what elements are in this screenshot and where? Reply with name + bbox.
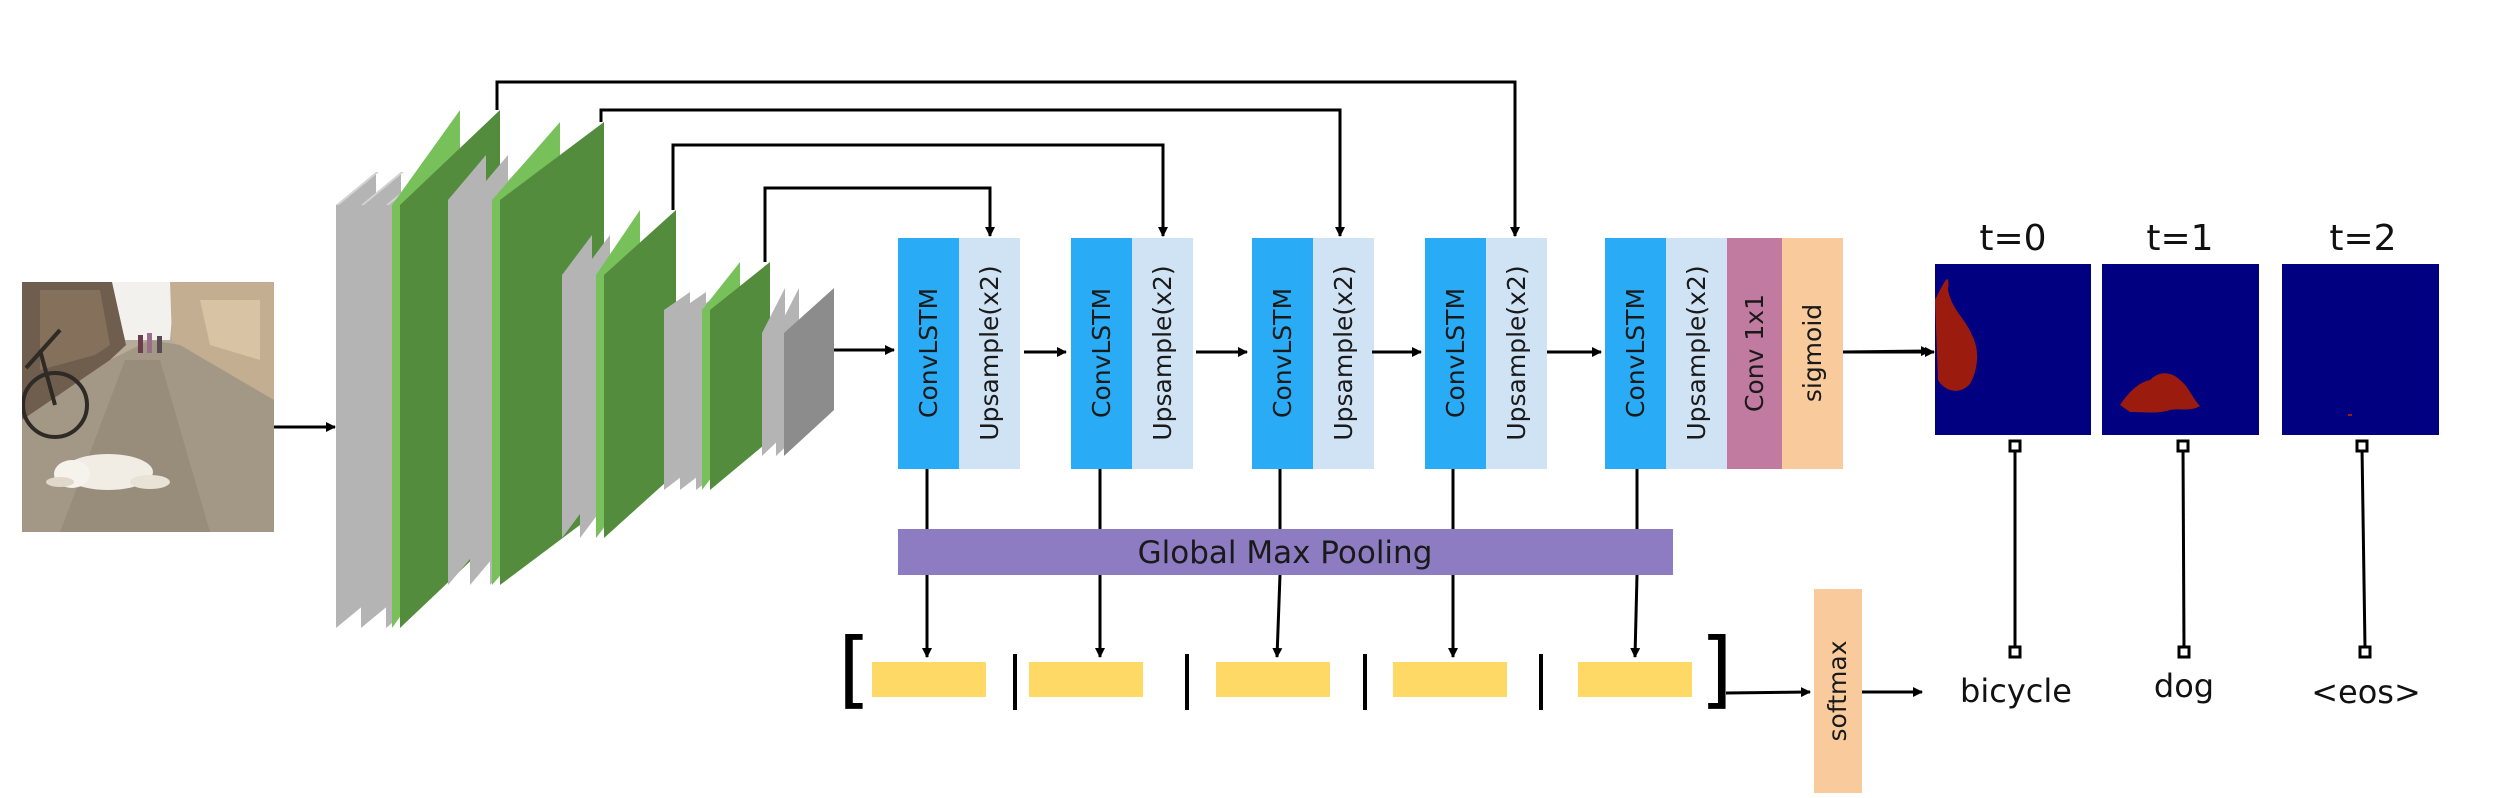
segmentation-mask <box>2282 264 2439 435</box>
skip-connection-2 <box>599 108 1345 237</box>
pooling-label: Global Max Pooling <box>1138 535 1433 571</box>
arrow-to-softmax <box>1725 687 1811 698</box>
output-word: bicycle <box>1960 672 2072 710</box>
skip-connection-4 <box>763 186 995 262</box>
conv-1x1-label: Conv 1x1 <box>1740 294 1769 412</box>
mask-object-bicycle <box>1935 279 1978 391</box>
feature-vector <box>872 662 986 697</box>
softmax-label: softmax <box>1823 641 1852 742</box>
convlstm-block <box>1605 238 1666 469</box>
global-max-pooling: Global Max Pooling <box>898 529 1673 575</box>
convlstm-label: ConvLSTM <box>1268 288 1297 418</box>
softmax-block: softmax <box>1814 589 1862 793</box>
arrow-to-masks <box>1842 346 1931 357</box>
decoder-block: ConvLSTM Upsample(x2) <box>1071 238 1193 469</box>
encoder-stack <box>336 110 834 628</box>
upsample-block <box>1666 238 1727 469</box>
sigmoid-block: sigmoid <box>1782 238 1843 469</box>
convlstm-block <box>898 238 959 469</box>
upsample-block <box>1132 238 1193 469</box>
conv-1x1-block: Conv 1x1 <box>1727 238 1782 469</box>
right-bracket: ] <box>1700 620 1733 718</box>
output-word: <eos> <box>2311 673 2421 711</box>
upsample-label: Upsample(x2) <box>1682 265 1711 440</box>
skip-connection-1 <box>495 80 1520 237</box>
decoder-block: ConvLSTM Upsample(x2) <box>1605 238 1727 469</box>
upsample-block <box>1486 238 1547 469</box>
convlstm-block <box>1071 238 1132 469</box>
mask-word-connectors <box>2008 439 2372 659</box>
feature-vector-row: [ ] <box>838 620 1733 718</box>
decoder-block: ConvLSTM Upsample(x2) <box>1425 238 1547 469</box>
time-label: t=2 <box>2329 218 2396 259</box>
convlstm-block <box>1425 238 1486 469</box>
input-image <box>22 282 274 532</box>
decoder-block: ConvLSTM Upsample(x2) <box>898 238 1020 469</box>
mask-object-dog <box>2120 373 2200 413</box>
time-label: t=0 <box>1979 218 2046 259</box>
convlstm-block <box>1252 238 1313 469</box>
feature-vector <box>1216 662 1330 697</box>
feature-vector <box>1578 662 1692 697</box>
convlstm-label: ConvLSTM <box>1087 288 1116 418</box>
upsample-label: Upsample(x2) <box>1502 265 1531 440</box>
convlstm-label: ConvLSTM <box>914 288 943 418</box>
skip-connections <box>495 80 1520 262</box>
left-bracket: [ <box>838 620 871 718</box>
feature-vector <box>1393 662 1507 697</box>
convlstm-label: ConvLSTM <box>1441 288 1470 418</box>
decoder-block: ConvLSTM Upsample(x2) <box>1252 238 1374 469</box>
sigmoid-label: sigmoid <box>1798 304 1827 402</box>
output-word: dog <box>2154 667 2214 705</box>
time-label: t=1 <box>2146 218 2213 259</box>
convlstm-label: ConvLSTM <box>1621 288 1650 418</box>
upsample-block <box>959 238 1020 469</box>
upsample-label: Upsample(x2) <box>1329 265 1358 440</box>
output-masks: t=0 t=1 t=2 <box>1935 218 2439 435</box>
pooling-connections <box>922 469 1641 658</box>
upsample-block <box>1313 238 1374 469</box>
feature-vector <box>1029 662 1143 697</box>
decoder: ConvLSTM Upsample(x2) ConvLSTM Upsample(x2)… <box>898 238 1727 469</box>
skip-connection-3 <box>671 143 1168 237</box>
upsample-label: Upsample(x2) <box>975 265 1004 440</box>
upsample-label: Upsample(x2) <box>1148 265 1177 440</box>
